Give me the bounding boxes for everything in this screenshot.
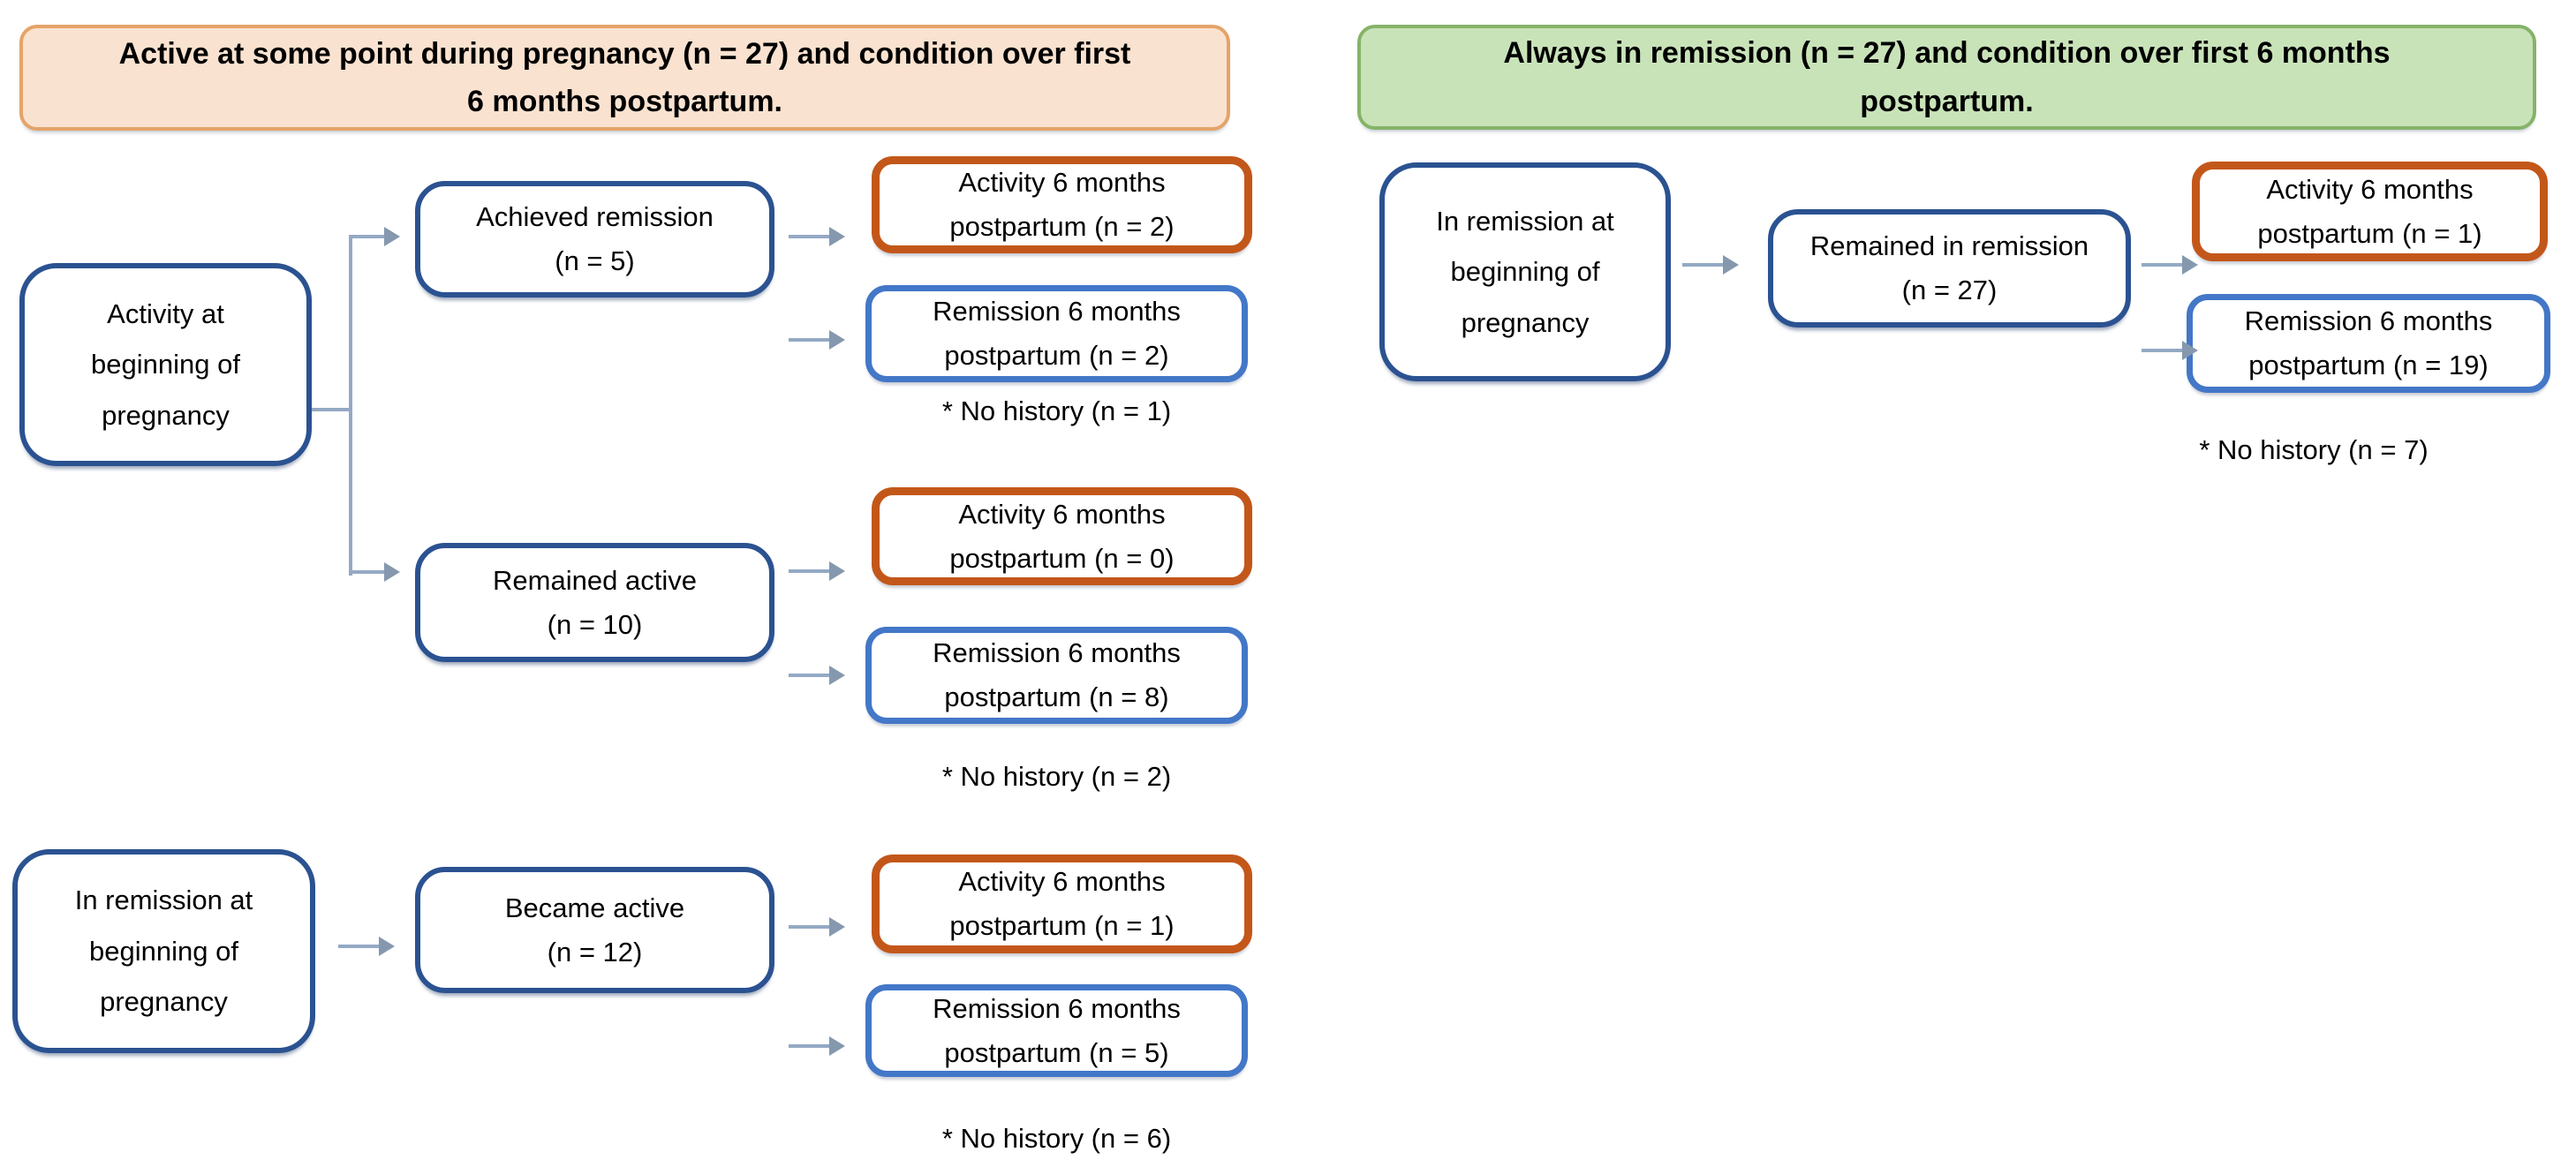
arrow-became-to-remission — [789, 1036, 845, 1056]
arrowhead-icon — [2182, 341, 2198, 360]
box-remained-active: Remained active (n = 10) — [415, 543, 774, 662]
note-no-history-n6: * No history (n = 6) — [941, 1123, 1172, 1154]
connector-stub — [312, 408, 351, 411]
right-panel-header: Always in remission (n = 27) and conditi… — [1357, 25, 2536, 130]
box-activity-6mo-postpartum-n2: Activity 6 months postpartum (n = 2) — [872, 156, 1252, 253]
box-remission-6mo-postpartum-n19: Remission 6 months postpartum (n = 19) — [2187, 294, 2550, 393]
arrowhead-icon — [829, 330, 845, 350]
arrow-achieved-to-remission — [789, 330, 845, 350]
arrow-to-remained-active — [351, 562, 400, 582]
arrow-inremission-to-remained-in-remission — [1682, 255, 1739, 275]
arrow-inremission-to-became-active — [338, 937, 395, 956]
arrowhead-icon — [829, 561, 845, 581]
arrow-stem — [789, 235, 829, 238]
arrow-to-achieved-remission — [351, 227, 400, 246]
box-in-remission-at-beginning-of-pregnancy-right: In remission at beginning of pregnancy — [1379, 162, 1671, 381]
arrow-stem — [2142, 349, 2182, 352]
arrow-stem — [789, 925, 829, 929]
arrowhead-icon — [384, 562, 400, 582]
arrow-stem — [789, 674, 829, 677]
arrow-stem — [789, 338, 829, 342]
arrow-remained-to-remission — [789, 666, 845, 685]
box-remission-6mo-postpartum-n8: Remission 6 months postpartum (n = 8) — [865, 627, 1248, 724]
box-achieved-remission: Achieved remission (n = 5) — [415, 181, 774, 297]
arrow-remained-to-activity — [789, 561, 845, 581]
left-panel-header: Active at some point during pregnancy (n… — [19, 25, 1230, 131]
box-became-active: Became active (n = 12) — [415, 867, 774, 993]
box-in-remission-at-beginning-of-pregnancy-left: In remission at beginning of pregnancy — [12, 849, 315, 1053]
box-remission-6mo-postpartum-n5: Remission 6 months postpartum (n = 5) — [865, 984, 1248, 1077]
arrowhead-icon — [829, 227, 845, 246]
note-no-history-n2: * No history (n = 2) — [941, 761, 1172, 792]
box-activity-6mo-postpartum-n1-right: Activity 6 months postpartum (n = 1) — [2192, 162, 2548, 261]
arrow-stem — [338, 945, 379, 948]
box-remission-6mo-postpartum-n2: Remission 6 months postpartum (n = 2) — [865, 285, 1248, 382]
arrow-stem — [789, 569, 829, 573]
arrow-stem — [1682, 263, 1723, 267]
arrowhead-icon — [829, 1036, 845, 1056]
arrow-stem — [2142, 263, 2182, 267]
arrowhead-icon — [829, 666, 845, 685]
arrowhead-icon — [384, 227, 400, 246]
note-no-history-n7: * No history (n = 7) — [2199, 434, 2429, 465]
arrow-achieved-to-activity — [789, 227, 845, 246]
arrowhead-icon — [379, 937, 395, 956]
arrowhead-icon — [1723, 255, 1739, 275]
box-activity-6mo-postpartum-n1-left: Activity 6 months postpartum (n = 1) — [872, 855, 1252, 953]
box-activity-6mo-postpartum-n0: Activity 6 months postpartum (n = 0) — [872, 487, 1252, 585]
arrowhead-icon — [2182, 255, 2198, 275]
note-no-history-n1: * No history (n = 1) — [941, 395, 1172, 426]
arrow-became-to-activity — [789, 917, 845, 937]
box-activity-at-beginning-of-pregnancy: Activity at beginning of pregnancy — [19, 263, 312, 466]
arrow-stem — [351, 235, 384, 238]
arrow-stem — [789, 1044, 829, 1048]
arrow-stem — [351, 570, 384, 574]
arrowhead-icon — [829, 917, 845, 937]
connector-vertical — [349, 235, 352, 576]
box-remained-in-remission: Remained in remission (n = 27) — [1768, 209, 2131, 328]
arrow-remainedremission-to-remission — [2142, 341, 2198, 360]
arrow-remainedremission-to-activity — [2142, 255, 2198, 275]
